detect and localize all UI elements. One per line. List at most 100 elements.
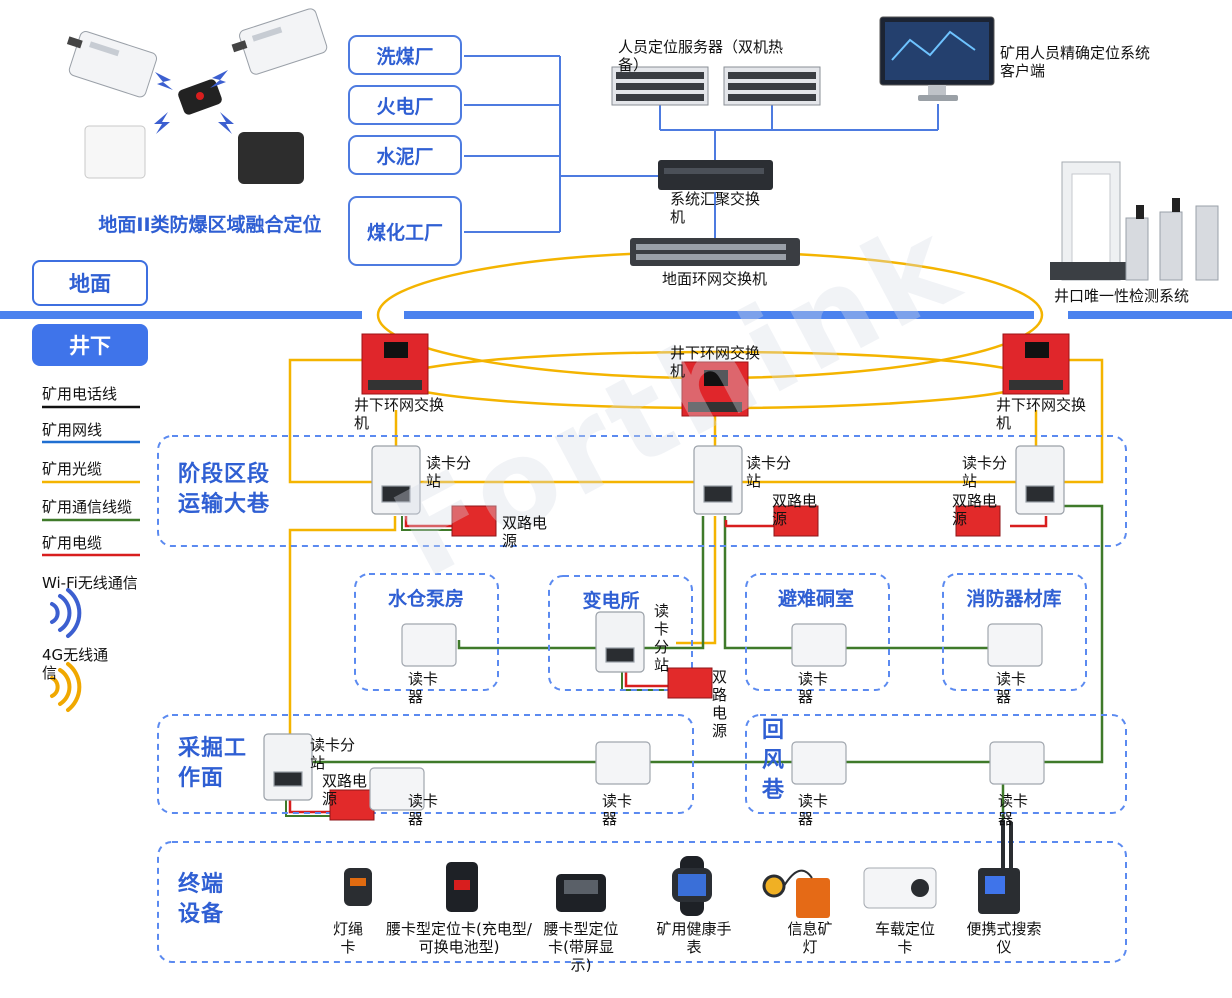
wifi-legend-icon [50,588,82,638]
zone-refuge-border [745,573,890,691]
wireless-bolt-icon-2 [210,70,228,88]
underground-button[interactable]: 井下 [32,324,148,366]
dual-power-label-5: 双路电源 [322,772,368,808]
underground-switch-center-label: 井下环网交换机 [670,344,761,380]
fusion-positioning-devices [66,8,328,184]
legend-comm-cable: 矿用通信线缆 [42,498,133,516]
legend-4g: 4G无线通信 [42,646,109,682]
terminal-label-waist-card: 腰卡型定位卡(充电型/可换电池型) [386,920,532,956]
zone-pump-title: 水仓泵房 [387,588,464,610]
zone-substation-title: 变电所 [582,590,640,612]
factory-coal-chemical[interactable]: 煤化工厂 [348,196,462,266]
dual-power-label-1: 双路电源 [502,514,548,550]
reader-mining-1-icon [369,767,425,811]
surface-ring-switch-icon [630,238,800,266]
4g-legend-icon [50,662,82,712]
wireless-bolt-icon-1 [155,72,173,90]
vehicle-card-icon [863,867,937,909]
server-1-icon [611,66,709,106]
zone-pump-border [354,573,499,691]
zone-fire-title: 消防器材库 [966,588,1062,610]
client-label: 矿用人员精确定位系统客户端 [1000,44,1151,80]
reader-return-2-icon [989,741,1045,785]
zone-mining-border [157,714,694,814]
zone-terminal-border [157,841,1127,963]
card-substations [263,445,1065,801]
reader-label-fire: 读卡器 [996,670,1027,706]
surface-divider-left [0,311,362,319]
shaft-check-label: 井口唯一性检测系统 [1054,287,1190,305]
terminal-label-waist-card-screen: 腰卡型定位卡(带屏显示) [543,920,619,974]
waist-card-icon [446,862,478,912]
legend-power-cable: 矿用电缆 [42,534,103,552]
comm-lines [313,504,1104,840]
legend-phone-line: 矿用电话线 [42,385,118,403]
substation-label-2: 读卡分站 [746,454,792,490]
underground-switch-right-icon [1002,333,1070,395]
server-label: 人员定位服务器（双机热备） [618,38,784,74]
legend-lines [42,405,140,557]
underground-switch-left-label: 井下环网交换机 [354,396,445,432]
monitor-icon [879,16,995,101]
reader-refuge-icon [791,623,847,667]
substation-label-1: 读卡分站 [426,454,472,490]
dual-power-substation-icon [667,667,713,699]
terminal-label-watch: 矿用健康手表 [656,920,732,956]
reader-label-return-2: 读卡器 [998,792,1029,828]
fusion-caption: 地面II类防爆区域融合定位 [98,214,322,236]
lamp-cord-card-icon [344,868,372,906]
base-station-left-icon [66,31,158,98]
dual-power-transport-center-icon [773,505,819,537]
terminal-icons [344,820,1020,918]
reader-mining-2-icon [595,741,651,785]
dual-power-transport-right-icon [955,505,1001,537]
zone-borders [157,435,1127,963]
terminal-label-lamp: 信息矿灯 [787,920,833,956]
zone-transport-border [157,435,1127,547]
ground-button[interactable]: 地面 [32,260,148,306]
surface-divider-center [404,311,1034,319]
factory-coal-washing[interactable]: 洗煤厂 [348,35,462,75]
factory-links [464,55,939,238]
reader-label-return-1: 读卡器 [798,792,829,828]
mine-lamp-icon [762,869,830,918]
substation-label-4: 读卡分站 [654,602,670,674]
wireless-bolt-icon-4 [218,112,234,134]
agg-switch-icon [658,160,773,190]
reader-label-refuge: 读卡器 [798,670,829,706]
factory-thermal-power[interactable]: 火电厂 [348,85,462,125]
base-station-right-icon [231,8,328,75]
dual-power-label-2: 双路电源 [772,492,818,528]
server-2-icon [723,66,821,106]
tag-center-icon [178,79,222,115]
reader-label-mining-1: 读卡器 [408,792,439,828]
surface-ring-switch-label: 地面环网交换机 [662,270,768,288]
indoor-anchor-icon [84,125,146,179]
substation-label-5: 读卡分站 [310,736,356,772]
zone-terminal-title: 终端设备 [178,872,225,927]
substation-power-room-icon [595,611,645,673]
health-watch-icon [672,856,712,916]
zone-substation-border [548,575,693,691]
zone-refuge-title: 避难硐室 [777,588,854,610]
underground-switch-center-icon [681,361,749,417]
substation-transport-center-icon [693,445,743,515]
zone-fire-border [942,573,1087,691]
agg-switch-label: 系统汇聚交换机 [670,190,761,226]
dual-power-label-4: 双路电源 [712,668,728,740]
surface-divider-right [1068,311,1232,319]
factory-cement[interactable]: 水泥厂 [348,135,462,175]
waist-card-screen-icon [556,874,606,912]
substation-transport-left-icon [371,445,421,515]
substation-mining-icon [263,733,313,801]
explosion-proof-box-icon [238,132,304,184]
zone-return-title: 回风巷 [762,718,786,803]
underground-switch-right-label: 井下环网交换机 [996,396,1087,432]
terminal-label-vehicle: 车载定位卡 [874,920,935,956]
reader-fire-icon [987,623,1043,667]
substation-label-3: 读卡分站 [962,454,1008,490]
dual-power-supplies [329,505,1001,821]
card-readers [369,623,1045,811]
